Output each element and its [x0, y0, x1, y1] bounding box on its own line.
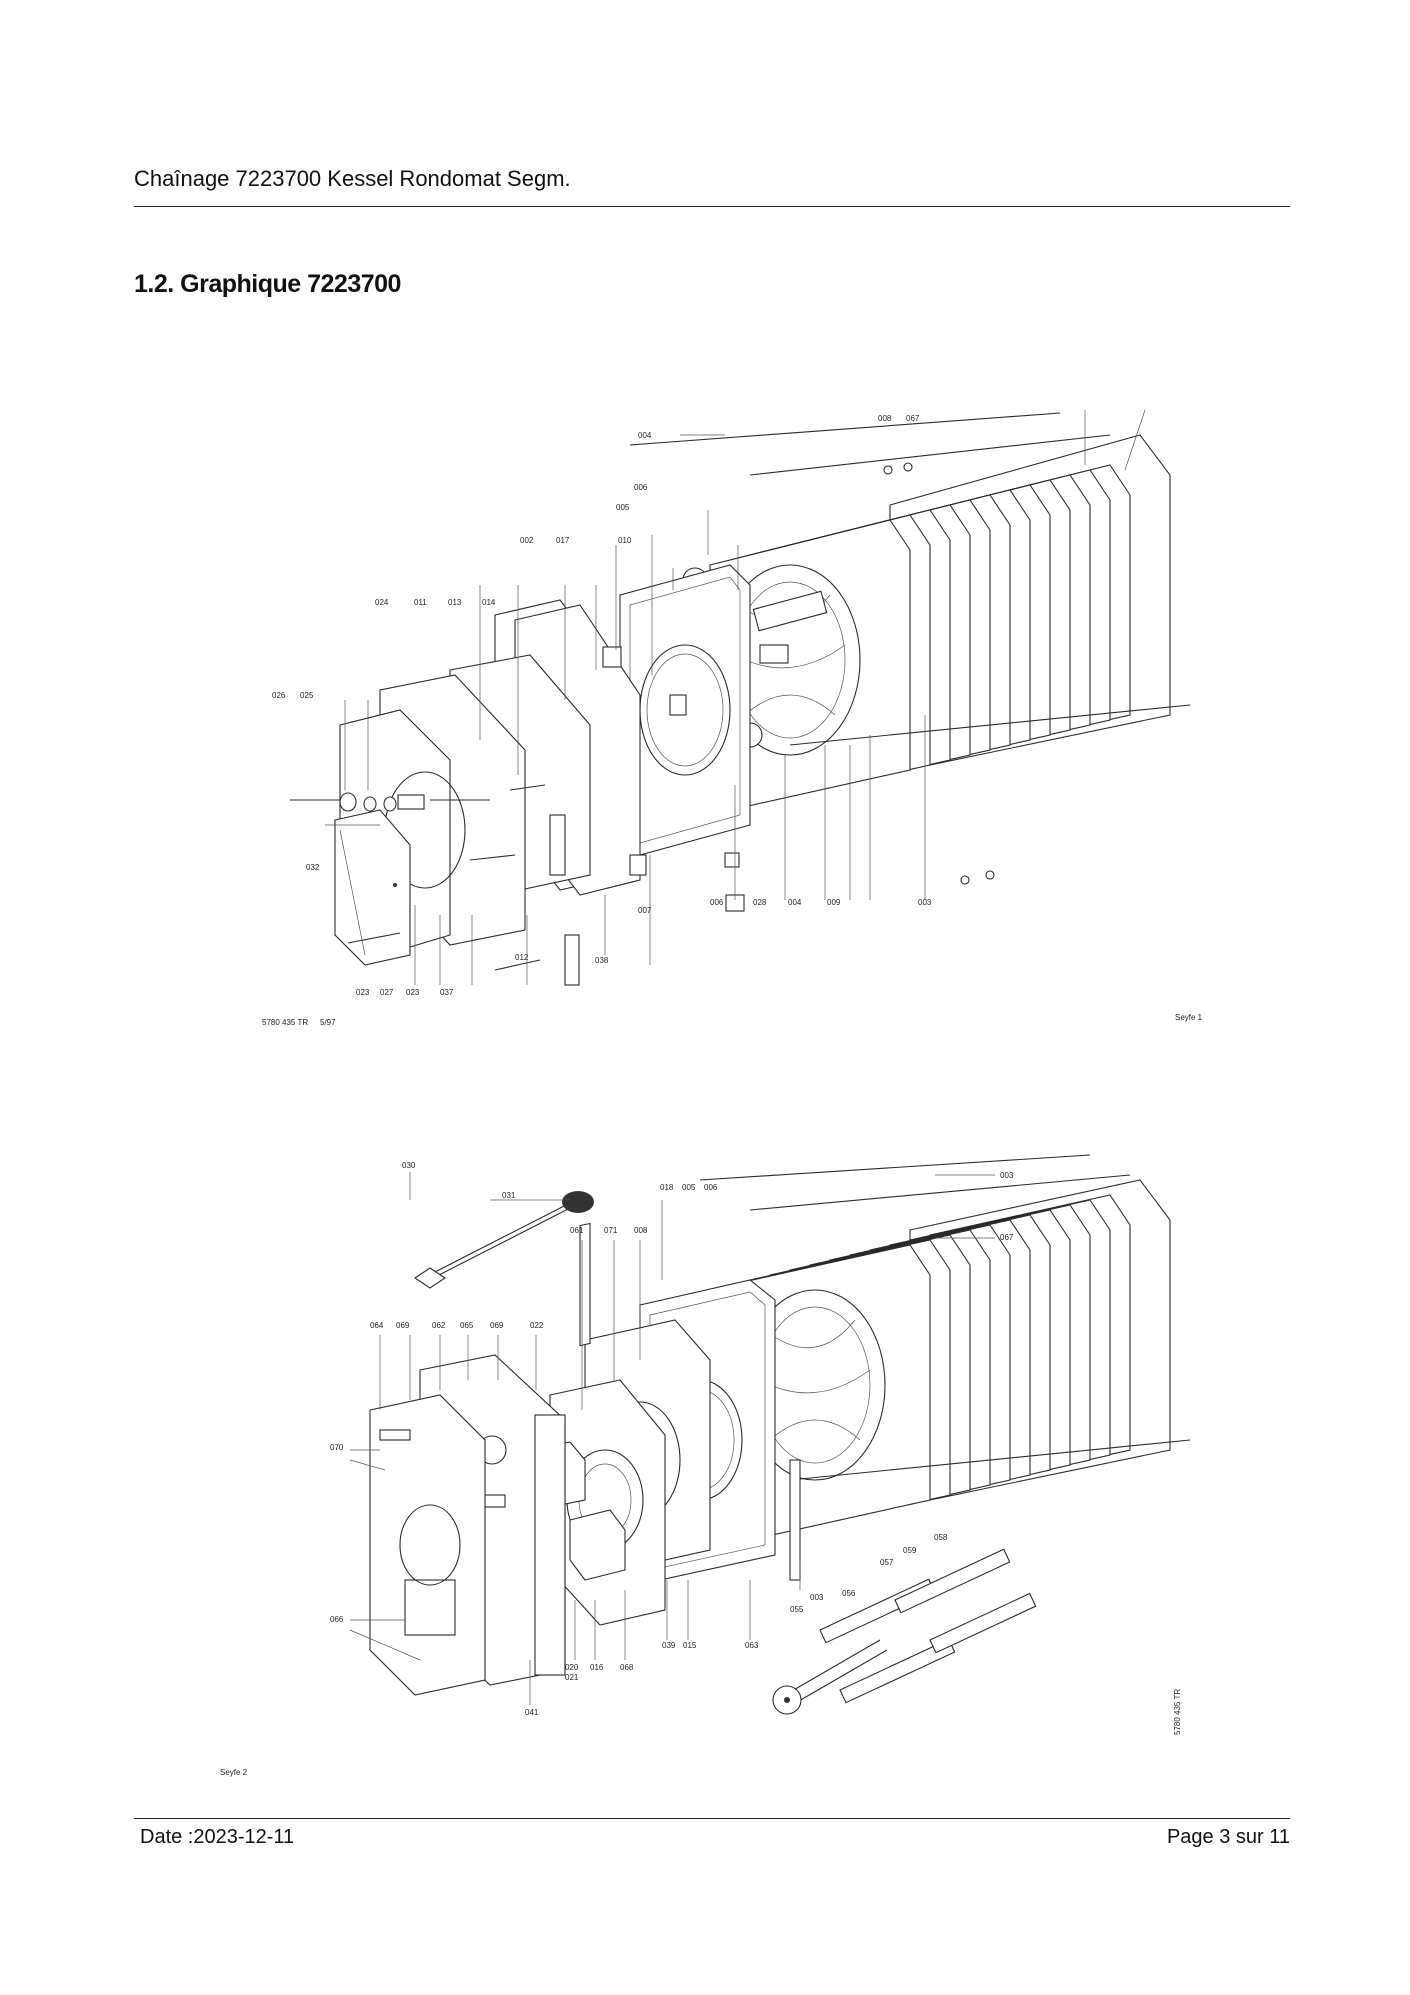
label-058: 058: [934, 1533, 948, 1542]
label-018: 018: [660, 1183, 674, 1192]
label-067: 067: [1000, 1233, 1014, 1242]
label-039: 039: [662, 1641, 676, 1650]
label-027: 027: [380, 988, 394, 997]
label-023-b: 023: [406, 988, 420, 997]
part-labels-1: 004 008 067 006 005 002 017 010 024 011 …: [262, 414, 1203, 1027]
label-017: 017: [556, 536, 570, 545]
cover-plates-2: [369, 1354, 566, 1696]
label-006: 006: [704, 1183, 718, 1192]
section-title: 1.2. Graphique 7223700: [134, 270, 401, 298]
front-plate-1: [619, 564, 751, 856]
label-014: 014: [482, 598, 496, 607]
part-labels-2: 030 031 018 005 006 003 061 071 008 067 …: [220, 1161, 1182, 1777]
label-026: 026: [272, 691, 286, 700]
label-004-top: 004: [638, 431, 652, 440]
label-059: 059: [903, 1546, 917, 1555]
label-071: 071: [604, 1226, 618, 1235]
label-070: 070: [330, 1443, 344, 1452]
label-038: 038: [595, 956, 609, 965]
label-022: 022: [530, 1321, 544, 1330]
sheet-label-2: Seyfe 2: [220, 1768, 248, 1777]
label-006-top: 006: [634, 483, 648, 492]
label-032: 032: [306, 863, 320, 872]
label-003-top: 003: [1000, 1171, 1014, 1180]
label-008: 008: [634, 1226, 648, 1235]
label-062: 062: [432, 1321, 446, 1330]
exploded-drawing-1: 004 008 067 006 005 002 017 010 024 011 …: [262, 409, 1203, 1027]
label-008: 008: [878, 414, 892, 423]
label-037: 037: [440, 988, 454, 997]
middle-plates-2: [529, 1222, 801, 1626]
label-063: 063: [745, 1641, 759, 1650]
label-064: 064: [370, 1321, 384, 1330]
label-005: 005: [682, 1183, 696, 1192]
label-020: 020: [565, 1663, 579, 1672]
label-023-a: 023: [356, 988, 370, 997]
exploded-drawing-2: 030 031 018 005 006 003 061 071 008 067 …: [220, 1154, 1191, 1777]
label-009: 009: [827, 898, 841, 907]
label-005: 005: [616, 503, 630, 512]
boiler-block-1: [629, 412, 1191, 811]
label-067: 067: [906, 414, 920, 423]
turbulators: [772, 1548, 1037, 1715]
sheet-label-1: Seyfe 1: [1175, 1013, 1203, 1022]
label-013: 013: [448, 598, 462, 607]
label-011: 011: [414, 598, 427, 607]
label-024: 024: [375, 598, 389, 607]
label-003-bottom: 003: [810, 1593, 824, 1602]
cleaning-brush: [414, 1191, 594, 1289]
label-007: 007: [638, 906, 652, 915]
footer-date: Date :2023-12-11: [140, 1826, 295, 1848]
label-030: 030: [402, 1161, 416, 1170]
label-004-bottom: 004: [788, 898, 802, 907]
label-069-a: 069: [396, 1321, 410, 1330]
drawing-ref-1: 5780 435 TR: [262, 1018, 308, 1027]
label-056: 056: [842, 1589, 856, 1598]
footer-rule: [134, 1818, 1290, 1819]
label-003: 003: [918, 898, 932, 907]
label-065: 065: [460, 1321, 474, 1330]
header-title: Chaînage 7223700 Kessel Rondomat Segm.: [134, 166, 571, 191]
label-066: 066: [330, 1615, 344, 1624]
label-068: 068: [620, 1663, 634, 1672]
footer-page-number: Page 3 sur 11: [1166, 1826, 1290, 1848]
door-panels-1: [334, 599, 641, 986]
drawing-ref-2: 5780 435 TR: [1173, 1689, 1182, 1735]
label-015: 015: [683, 1641, 697, 1650]
leader-lines-2: [349, 1172, 995, 1705]
small-parts-1: [290, 462, 995, 971]
drawing-ref-date-1: 5/97: [320, 1018, 336, 1027]
label-016: 016: [590, 1663, 604, 1672]
label-041: 041: [525, 1708, 539, 1717]
label-061: 061: [570, 1226, 584, 1235]
header-rule: [134, 206, 1290, 207]
label-057: 057: [880, 1558, 894, 1567]
label-021: 021: [565, 1673, 579, 1682]
label-069-b: 069: [490, 1321, 504, 1330]
label-031: 031: [502, 1191, 516, 1200]
label-025: 025: [300, 691, 314, 700]
label-012: 012: [515, 953, 529, 962]
label-055: 055: [790, 1605, 804, 1614]
label-002: 002: [520, 536, 534, 545]
label-006-bottom: 006: [710, 898, 724, 907]
leader-lines-1: [344, 409, 1146, 985]
label-010: 010: [618, 536, 632, 545]
label-028: 028: [753, 898, 767, 907]
